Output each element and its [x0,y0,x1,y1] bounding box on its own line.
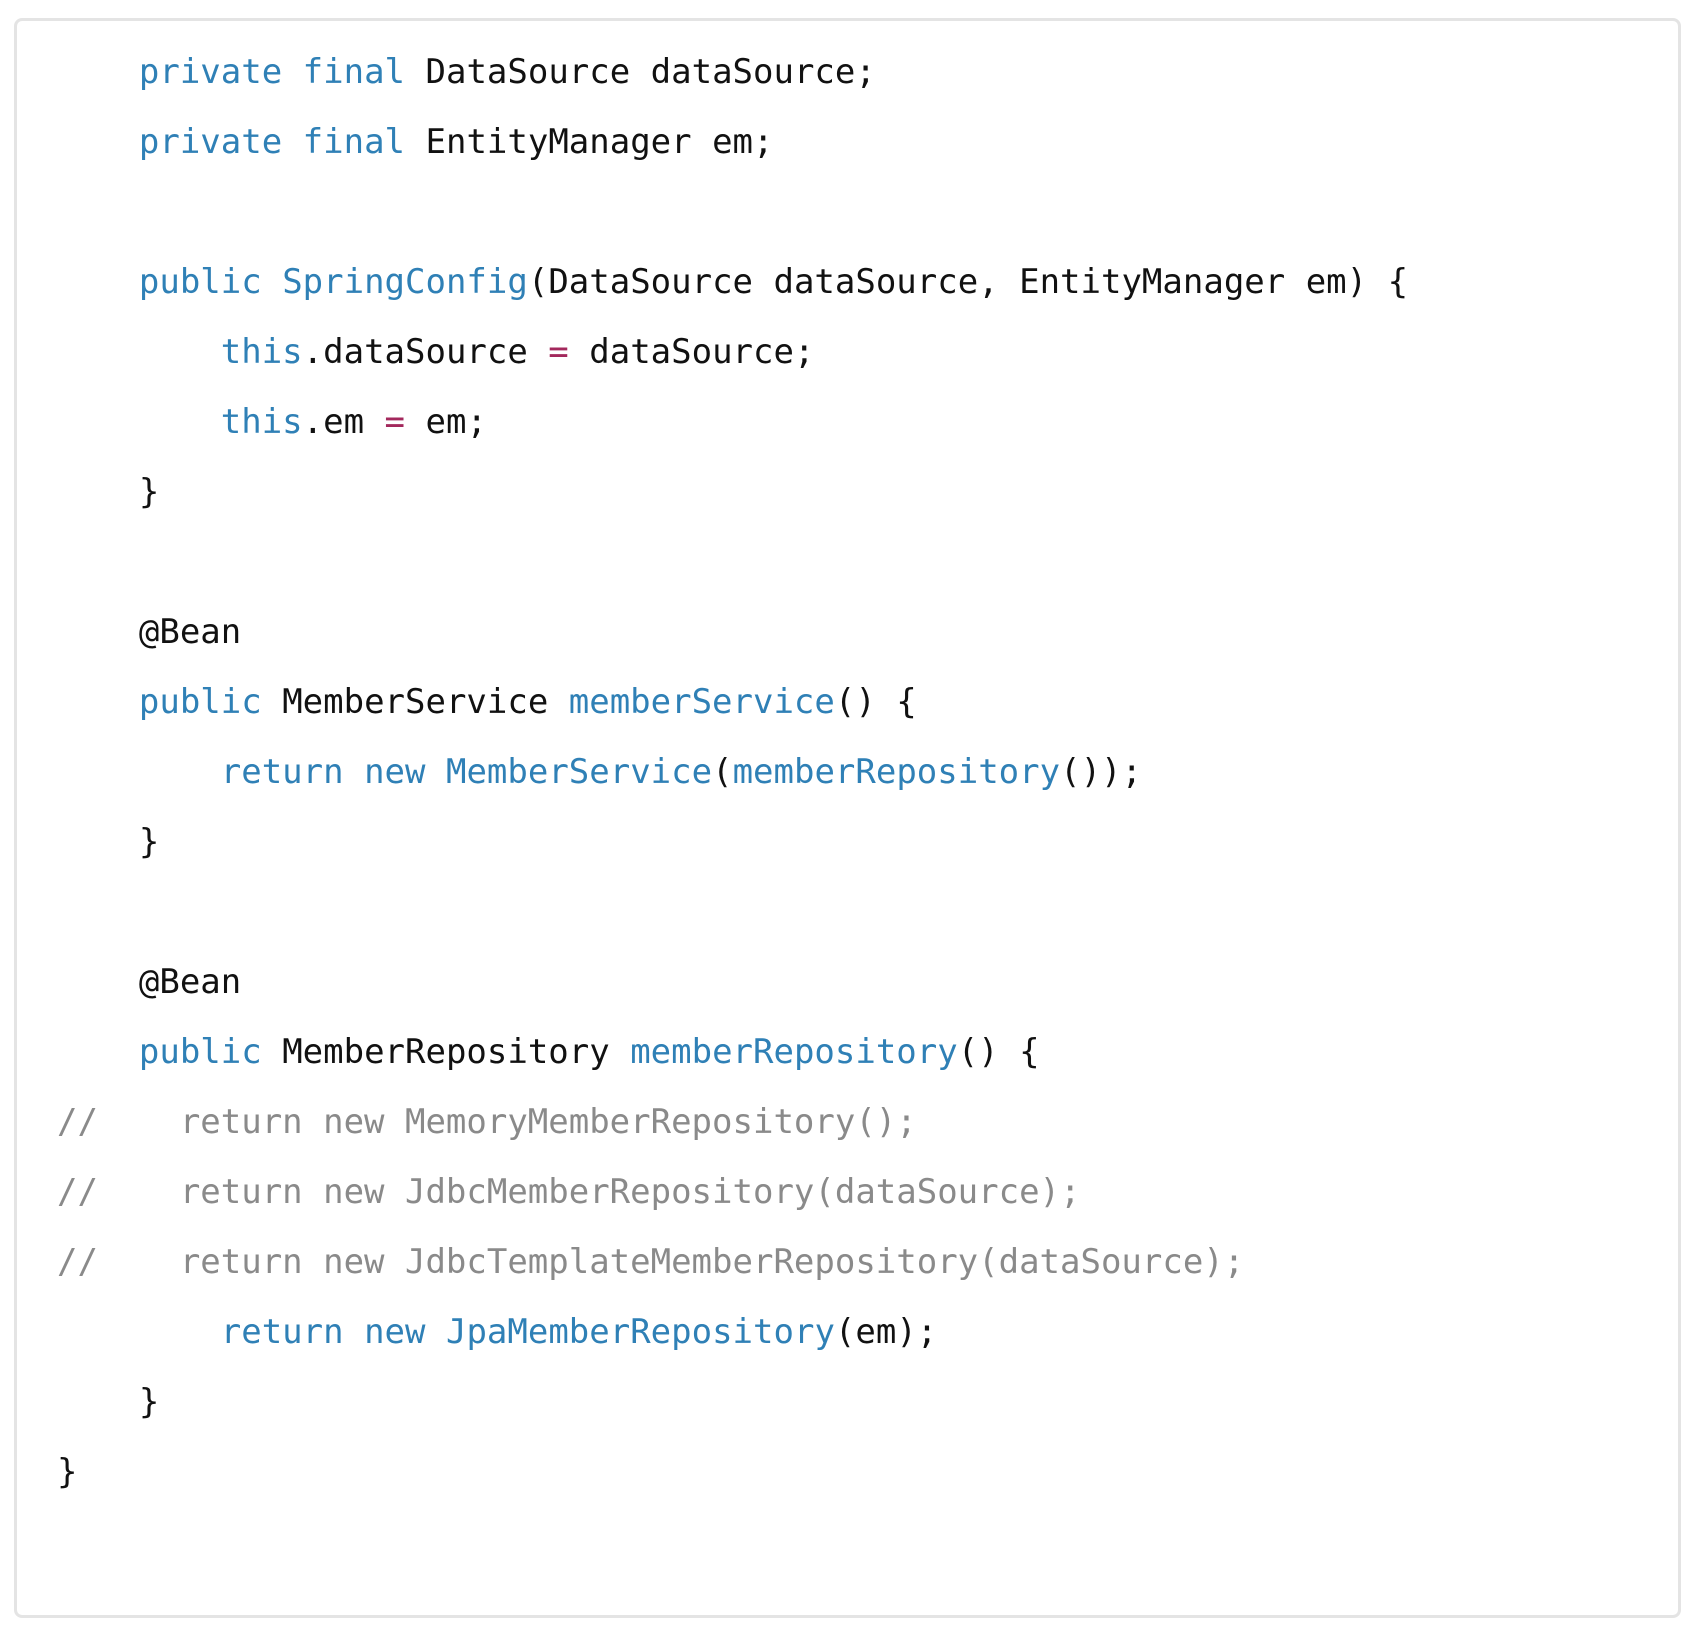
code-line: @Bean [57,597,1408,667]
code-text [57,682,139,722]
code-line: private final EntityManager em; [57,107,1408,177]
code-operator: = [384,402,406,442]
code-line: } [57,1437,1408,1507]
code-text: DataSource dataSource; [405,52,876,92]
code-text [344,1312,364,1352]
code-keyword: new [364,1312,426,1352]
code-text: @Bean [57,962,242,1002]
code-text: } [57,1452,78,1492]
code-text [57,752,221,792]
code-text [57,402,221,442]
code-line: public MemberRepository memberRepository… [57,1017,1408,1087]
code-comment: // return new MemoryMemberRepository(); [57,1102,917,1142]
code-text: .dataSource [302,332,549,372]
code-comment: // return new JdbcTemplateMemberReposito… [57,1242,1245,1282]
code-line: @Bean [57,947,1408,1017]
code-text [57,1032,139,1072]
code-text: dataSource; [568,332,815,372]
code-text [57,1312,221,1352]
code-identifier: SpringConfig [282,262,528,302]
code-block: private final DataSource dataSource; pri… [14,18,1681,1618]
code-keyword: this [220,332,303,372]
code-text: } [57,472,160,512]
code-identifier: JpaMemberRepository [445,1312,835,1352]
code-line: // return new JdbcTemplateMemberReposito… [57,1227,1408,1297]
code-text [282,52,302,92]
code-keyword: public [138,682,262,722]
code-text [57,122,139,162]
code-text: EntityManager em; [405,122,774,162]
code-line: public MemberService memberService() { [57,667,1408,737]
code-text: @Bean [57,612,242,652]
code-identifier: memberRepository [732,752,1061,792]
code-line: return new JpaMemberRepository(em); [57,1297,1408,1367]
code-text [57,332,221,372]
code-line [57,527,1408,597]
code-text: em; [405,402,487,442]
code-keyword: private [138,52,283,92]
code-text [262,262,282,302]
code-keyword: public [138,262,262,302]
code-line: } [57,457,1408,527]
code-text: MemberService [261,682,569,722]
code-line: public SpringConfig(DataSource dataSourc… [57,247,1408,317]
code-line: } [57,1367,1408,1437]
code-line: return new MemberService(memberRepositor… [57,737,1408,807]
code-text: (DataSource dataSource, EntityManager em… [527,262,1409,302]
code-keyword: private [138,122,283,162]
code-keyword: final [302,122,406,162]
code-line: this.em = em; [57,387,1408,457]
code-lines: private final DataSource dataSource; pri… [57,37,1408,1507]
code-text: ()); [1060,752,1142,792]
code-text: () { [834,682,917,722]
code-line [57,877,1408,947]
code-identifier: MemberService [445,752,713,792]
code-operator: = [548,332,569,372]
code-keyword: return [220,752,344,792]
code-text: MemberRepository [261,1032,631,1072]
code-comment: // return new JdbcMemberRepository(dataS… [57,1172,1081,1212]
code-identifier: memberService [568,682,835,722]
code-text: .em [302,402,385,442]
code-text [426,1312,446,1352]
code-keyword: new [364,752,426,792]
code-text [57,52,139,92]
code-text: ( [712,752,733,792]
code-text [57,262,139,302]
code-keyword: final [302,52,406,92]
code-line: // return new JdbcMemberRepository(dataS… [57,1157,1408,1227]
code-keyword: public [138,1032,262,1072]
code-text: } [57,822,160,862]
code-text [282,122,302,162]
code-text: } [57,1382,160,1422]
code-line: } [57,807,1408,877]
code-line: this.dataSource = dataSource; [57,317,1408,387]
code-keyword: return [220,1312,344,1352]
code-text [344,752,364,792]
code-keyword: this [220,402,303,442]
code-line: // return new MemoryMemberRepository(); [57,1087,1408,1157]
code-text [426,752,446,792]
code-text: (em); [834,1312,938,1352]
code-text: () { [957,1032,1040,1072]
code-identifier: memberRepository [630,1032,958,1072]
code-line: private final DataSource dataSource; [57,37,1408,107]
code-line [57,177,1408,247]
